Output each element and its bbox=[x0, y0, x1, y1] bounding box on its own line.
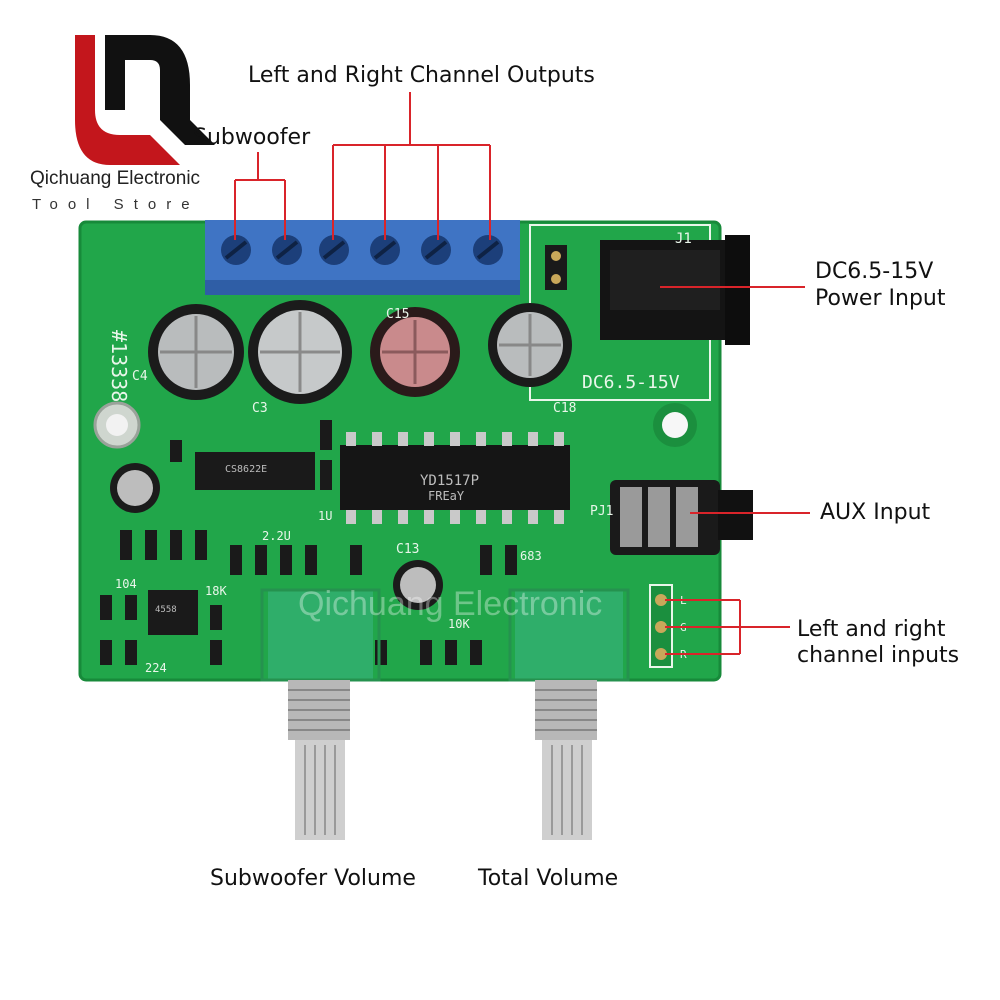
silk-c13: C13 bbox=[396, 542, 419, 557]
screw-terminal-block bbox=[205, 220, 520, 295]
aux-label: AUX Input bbox=[820, 500, 931, 525]
potentiometers bbox=[260, 588, 630, 840]
inputs-label-line2: channel inputs bbox=[797, 643, 960, 668]
silk-board-id: #13338 bbox=[107, 330, 131, 402]
silk-chip-main-sub: FREaY bbox=[428, 489, 465, 503]
silk-chip-main: YD1517P bbox=[420, 473, 479, 489]
silk-chip-left: CS8622E bbox=[225, 464, 267, 475]
subwoofer-label: Subwoofer bbox=[193, 125, 311, 150]
input-pins bbox=[649, 584, 673, 668]
brand-subtitle: Tool Store bbox=[32, 196, 200, 213]
inputs-label-line1: Left and right bbox=[797, 617, 946, 642]
silk-22u: 2.2U bbox=[262, 529, 291, 543]
smd-components bbox=[100, 420, 517, 665]
power-jack bbox=[529, 224, 750, 401]
silk-10k: 10K bbox=[448, 617, 470, 631]
callout-lines bbox=[234, 92, 810, 655]
capacitors bbox=[110, 300, 572, 610]
outputs-label: Left and Right Channel Outputs bbox=[248, 63, 595, 88]
silk-c15: C15 bbox=[386, 307, 409, 322]
silkscreen: #13338 J1 DC6.5-15V YD1517P FREaY CS8622… bbox=[107, 231, 692, 675]
silk-683: 683 bbox=[520, 549, 542, 563]
aux-jack bbox=[610, 480, 753, 555]
integrated-circuits bbox=[148, 432, 570, 635]
brand-logo bbox=[75, 35, 215, 165]
brand-name: Qichuang Electronic bbox=[30, 168, 201, 189]
silk-chip-opamp: 4558 bbox=[155, 605, 177, 615]
silk-224: 224 bbox=[145, 661, 167, 675]
silk-c18: C18 bbox=[553, 401, 576, 416]
silk-j1: J1 bbox=[675, 231, 692, 247]
power-label-line1: DC6.5-15V bbox=[815, 259, 934, 284]
total-volume-label: Total Volume bbox=[478, 866, 619, 891]
silk-c4: C4 bbox=[132, 369, 148, 384]
silk-1u: 1U bbox=[318, 509, 332, 523]
silk-pj1: PJ1 bbox=[590, 504, 613, 519]
silk-18k: 18K bbox=[205, 584, 227, 598]
silk-104: 104 bbox=[115, 577, 137, 591]
silk-dc: DC6.5-15V bbox=[582, 372, 680, 393]
silk-c3: C3 bbox=[252, 401, 268, 416]
power-label-line2: Power Input bbox=[815, 286, 946, 311]
sub-volume-label: Subwoofer Volume bbox=[210, 866, 416, 891]
watermark-text: Qichuang Electronic bbox=[298, 585, 602, 623]
